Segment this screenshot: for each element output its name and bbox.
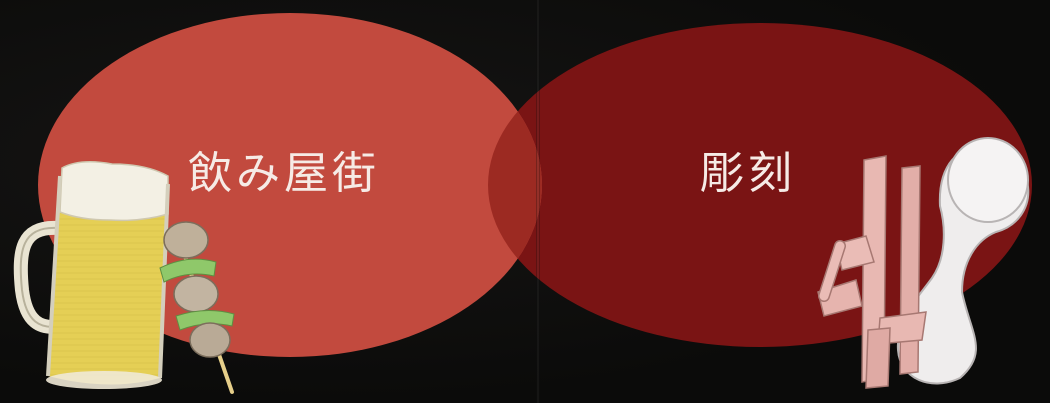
right-circle-label: 彫刻	[700, 148, 796, 199]
left-circle-label: 飲み屋街	[188, 148, 380, 199]
yakitori-skewer-icon	[159, 221, 235, 394]
paper-fold	[536, 0, 540, 403]
abstract-sculpture-icon	[817, 137, 1030, 389]
right-circle	[488, 23, 1032, 347]
beer-mug-icon	[13, 161, 170, 389]
